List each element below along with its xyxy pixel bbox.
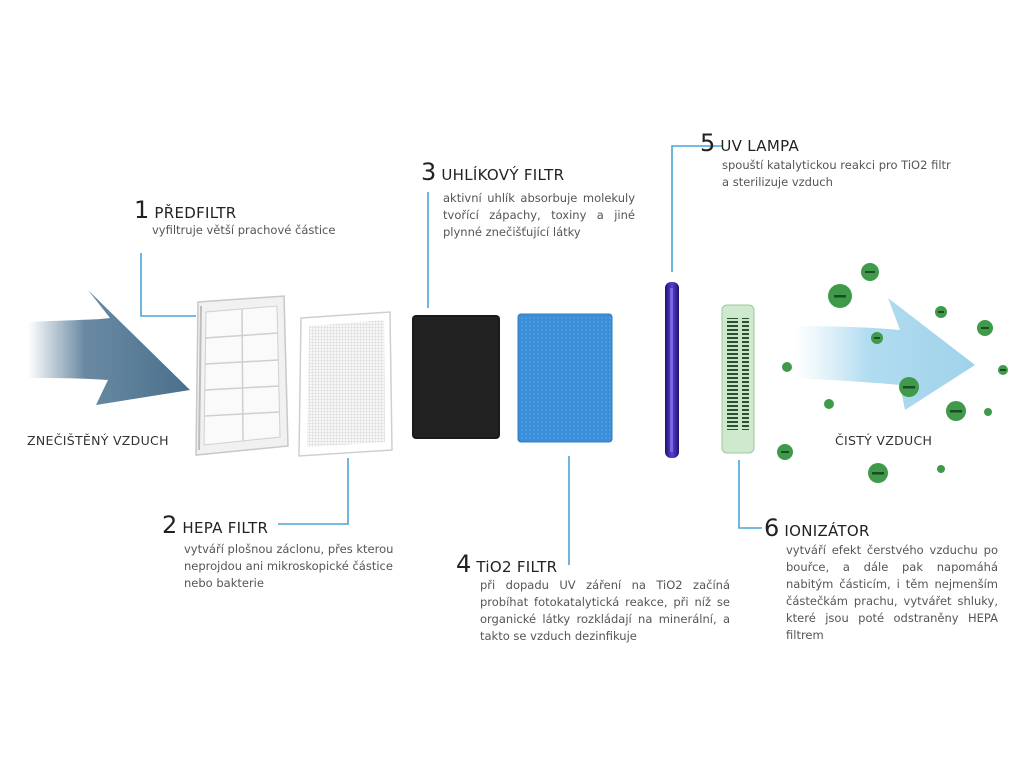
ion-particle: [824, 399, 834, 409]
ion-particle: [899, 377, 919, 397]
step-6-number: 6: [764, 514, 780, 542]
dirty-air-arrow: [28, 290, 190, 405]
clean-air-arrow: [795, 298, 975, 410]
step-4-title: TiO2 FILTR: [476, 558, 558, 576]
step-1-number: 1: [134, 196, 150, 224]
ion-particle: [861, 263, 879, 281]
ion-particle: [868, 463, 888, 483]
carbon-filter-illustration: [412, 315, 500, 439]
step-2-title: HEPA FILTR: [182, 519, 269, 537]
step-1: 1 PŘEDFILTR: [134, 198, 237, 222]
step-4: 4 TiO2 FILTR: [456, 552, 557, 576]
step-3: 3 UHLÍKOVÝ FILTR: [421, 160, 564, 184]
ion-particle: [937, 465, 945, 473]
step-6-description: vytváří efekt čerstvého vzduchu po bouřc…: [786, 543, 998, 642]
prefilter-illustration: [195, 295, 289, 456]
step-5-title: UV LAMPA: [720, 137, 800, 155]
ion-particle: [984, 408, 992, 416]
leader-line-6: [738, 460, 762, 529]
step-6-title: IONIZÁTOR: [784, 522, 870, 540]
ion-particle: [935, 306, 947, 318]
ion-particle: [782, 362, 792, 372]
dirty-air-label: ZNEČIŠTĚNÝ VZDUCH: [27, 433, 169, 448]
leader-line-1: [140, 253, 196, 317]
step-3-description: aktivní uhlík absorbuje molekuly tvořící…: [443, 191, 635, 239]
ion-particle: [871, 332, 883, 344]
step-3-number: 3: [421, 158, 437, 186]
step-6: 6 IONIZÁTOR: [764, 516, 870, 540]
step-1-description: vyfiltruje větší prachové částice: [152, 223, 336, 237]
ionizer-illustration: [721, 304, 755, 454]
step-1-title: PŘEDFILTR: [154, 204, 237, 222]
step-2-number: 2: [162, 511, 178, 539]
ion-particles: [777, 263, 1008, 483]
ion-particle: [998, 365, 1008, 375]
step-3-title: UHLÍKOVÝ FILTR: [441, 166, 565, 184]
step-2-description: vytváří plošnou záclonu, přes kterou nep…: [184, 542, 394, 590]
ion-particle: [828, 284, 852, 308]
ion-particle: [946, 401, 966, 421]
ion-particle: [977, 320, 993, 336]
leader-line-2: [278, 458, 349, 525]
step-2: 2 HEPA FILTR: [162, 513, 268, 537]
tio2-filter-illustration: [517, 313, 613, 443]
clean-air-label: ČISTÝ VZDUCH: [835, 433, 933, 448]
step-5-description: spouští katalytickou reakci pro TiO2 fil…: [722, 158, 951, 189]
hepa-filter-illustration: [298, 311, 393, 457]
step-5-number: 5: [700, 129, 716, 157]
uv-lamp-illustration: [665, 282, 679, 458]
step-5: 5 UV LAMPA: [700, 131, 799, 155]
leader-line-5: [671, 145, 722, 272]
ion-particle: [777, 444, 793, 460]
step-4-number: 4: [456, 550, 472, 578]
step-4-description: při dopadu UV záření na TiO2 začíná prob…: [480, 578, 730, 643]
